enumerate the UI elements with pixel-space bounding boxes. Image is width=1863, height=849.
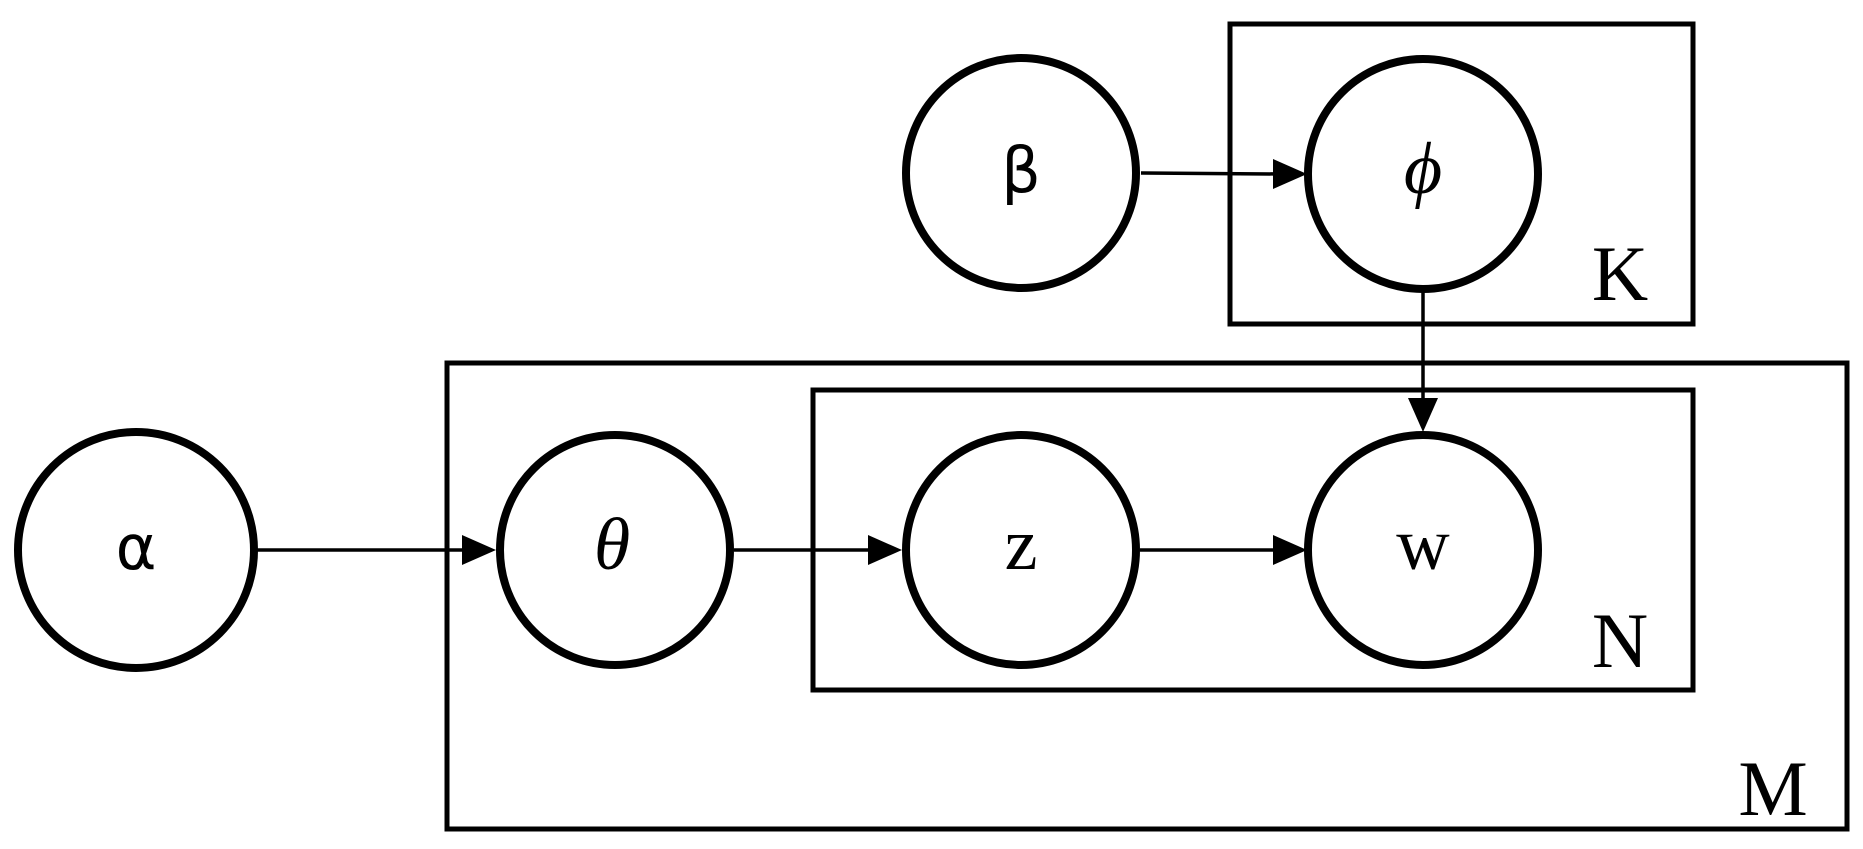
edge-theta-z <box>734 535 902 565</box>
node-beta: β <box>902 54 1140 292</box>
plate-m-label: M <box>1738 745 1807 832</box>
node-theta-label: θ <box>594 504 630 586</box>
node-w-label: w <box>1396 504 1450 586</box>
plate-n <box>810 387 1696 693</box>
edge-z-w <box>1140 535 1307 565</box>
plate-k-label: K <box>1592 230 1648 317</box>
node-alpha: α <box>14 428 258 672</box>
node-w: w <box>1304 431 1542 669</box>
node-phi: ϕ <box>1304 55 1542 293</box>
node-z-label: z <box>1005 504 1038 586</box>
plate-m <box>444 360 1850 832</box>
node-z: z <box>902 431 1140 669</box>
node-alpha-label: α <box>116 511 157 584</box>
node-beta-label: β <box>1001 134 1041 207</box>
edge-beta-phi <box>1140 159 1307 189</box>
node-theta: θ <box>496 431 734 669</box>
edge-phi-w <box>1408 292 1438 432</box>
node-phi-label: ϕ <box>1404 128 1442 210</box>
plate-n-label: N <box>1592 597 1648 684</box>
edge-alpha-theta <box>255 535 496 565</box>
